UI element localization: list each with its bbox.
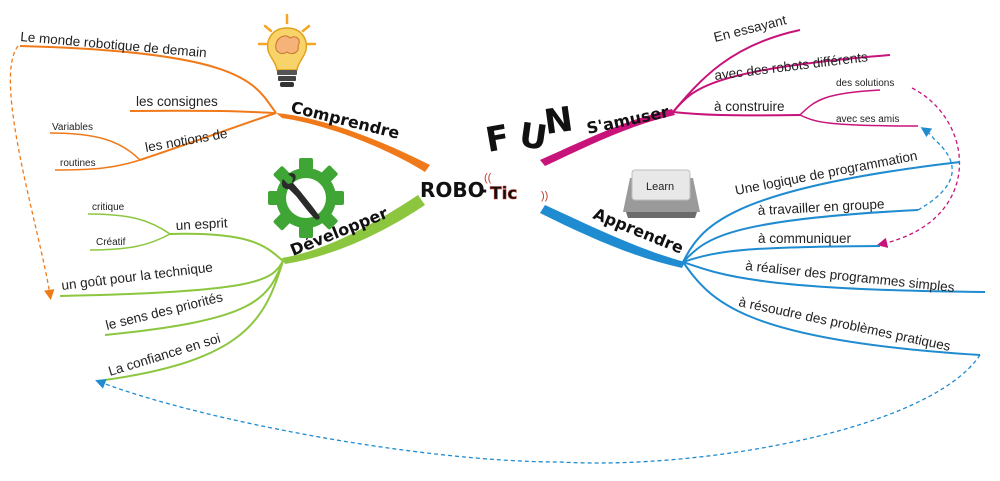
link-groupe-to-amis [917, 127, 953, 211]
branch-samuser-label: S'amuser [585, 102, 671, 138]
connector-critique [87, 213, 171, 235]
connector-creatif [89, 233, 171, 251]
central-logo-tic: Tic [490, 184, 518, 204]
connector-groupe [682, 209, 919, 263]
branch-developper-stem [282, 195, 425, 264]
connector-amis [799, 114, 919, 127]
link-resoudre-to-confiance [95, 354, 981, 464]
branch-samuser-stem [540, 109, 675, 166]
sub-routines: routines [60, 158, 96, 169]
learn-key-icon: Learn [623, 169, 700, 218]
connector-robots [672, 54, 891, 113]
item-a-construire: à construire [714, 99, 785, 114]
item-monde-robotique: Le monde robotique de demain [20, 29, 207, 60]
connector-communiquer [682, 245, 881, 263]
connector-logique [682, 161, 961, 263]
central-logo-robo: ROBO [420, 178, 485, 202]
sub-critique: critique [92, 202, 125, 213]
item-sens-priorites: le sens des priorités [104, 289, 224, 333]
item-en-essayant: En essayant [712, 12, 788, 45]
sub-avec-ses-amis: avec ses amis [836, 114, 899, 125]
fun-letter-n: N [542, 99, 576, 143]
connector-notions [139, 112, 277, 161]
link-solutions-to-communiquer [876, 87, 961, 248]
central-logo-dash: - [479, 178, 487, 202]
connector-monde [19, 45, 277, 114]
branch-comprendre-stem [276, 113, 430, 172]
fun-letter-f: F [483, 117, 513, 160]
item-realiser-programmes: à réaliser des programmes simples [745, 258, 956, 295]
lightbulb-brain-icon [257, 13, 317, 87]
learn-key-label: Learn [646, 181, 674, 193]
central-node[interactable]: ROBO - Tic (( )) [415, 166, 557, 210]
connector-construire [672, 111, 801, 117]
connector-solutions [799, 89, 881, 116]
fun-letter-u: U [517, 115, 550, 158]
connector-confiance [104, 260, 284, 381]
connector-gout [59, 260, 284, 297]
connector-routines [54, 159, 141, 171]
branch-comprendre[interactable]: Comprendre Le monde robotique de demain … [9, 29, 430, 301]
connector-priorites [104, 260, 284, 336]
gear-wrench-icon [268, 158, 344, 238]
link-monde-to-gout [9, 45, 55, 301]
connector-realiser [682, 261, 986, 293]
connector-esprit [169, 232, 284, 262]
branch-developper[interactable]: Développer un esprit critique Créatif un… [59, 195, 425, 381]
sub-variables: Variables [52, 122, 93, 133]
central-node-box [415, 166, 557, 210]
item-travailler-groupe: à travailler en groupe [757, 196, 884, 218]
central-logo-waves-right: )) [541, 190, 548, 202]
item-consignes: les consignes [136, 94, 218, 109]
branch-apprendre-stem [540, 205, 685, 268]
item-gout-technique: un goût pour la technique [61, 260, 214, 293]
connector-variables [49, 132, 141, 161]
connector-resoudre [682, 261, 981, 356]
central-logo-waves-left: (( [484, 172, 492, 184]
item-logique-programmation: Une logique de programmation [734, 148, 919, 198]
item-notions: les notions de [144, 126, 229, 155]
item-un-esprit: un esprit [175, 215, 228, 233]
item-communiquer: à communiquer [758, 231, 852, 246]
connector-consignes [129, 109, 277, 114]
sub-creatif: Créatif [96, 237, 126, 248]
sub-des-solutions: des solutions [836, 78, 894, 89]
